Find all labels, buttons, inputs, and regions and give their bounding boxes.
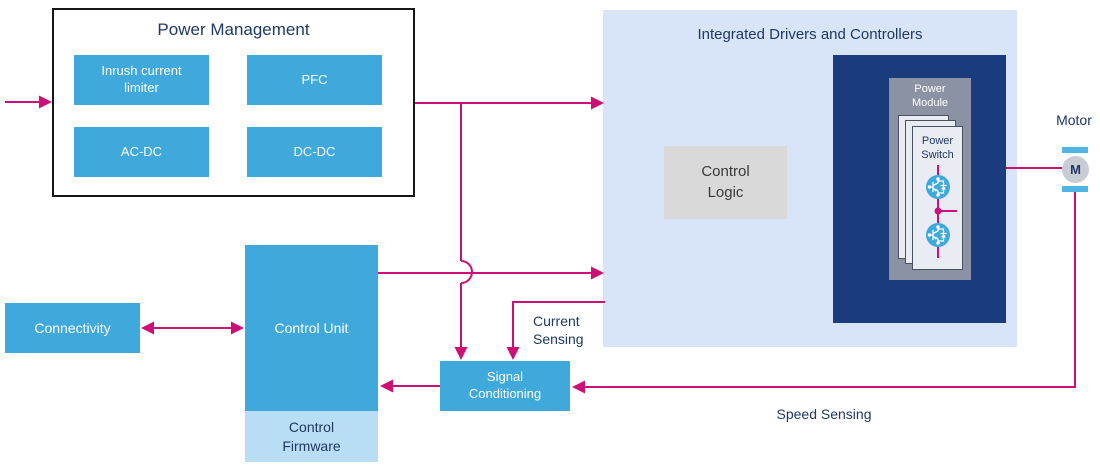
arrowhead-to-control-unit [231, 321, 244, 335]
wire-speed-sensing [584, 191, 1076, 388]
speed-sensing-label: Speed Sensing [776, 406, 872, 422]
block-control-logic: Control Logic [664, 146, 787, 219]
block-pfc: PFC [247, 55, 382, 105]
integrated-drivers-controllers-title: Integrated Drivers and Controllers [697, 26, 923, 43]
power-switch-title: Power Switch [921, 135, 954, 162]
igbt-high-side-icon [925, 174, 951, 200]
motor-label: Motor [1056, 112, 1092, 128]
block-signal-conditioning: Signal Conditioning [440, 361, 570, 411]
arrowhead-control-unit-to-drivers [591, 266, 604, 280]
power-management-title: Power Management [157, 20, 310, 39]
arrowhead-to-connectivity [141, 321, 154, 335]
block-pfc-label: PFC [301, 71, 328, 87]
block-connectivity: Connectivity [5, 303, 140, 353]
power-module-title: Power Module [911, 83, 949, 109]
block-control-unit-label: Control Unit [274, 319, 349, 336]
block-dc-dc: DC-DC [247, 127, 382, 177]
power-management-group: Power Management Inrush current limiter … [52, 8, 415, 197]
arrowhead-signal-conditioning-to-control-unit [380, 379, 393, 393]
arrowhead-ac-input [39, 95, 52, 109]
phase-node-dot [934, 207, 942, 215]
block-control-firmware: Control Firmware [245, 411, 378, 462]
arrowhead-pm-to-drivers [591, 96, 604, 110]
block-ac-dc-label: AC-DC [120, 143, 163, 159]
arrowhead-branch-to-signal-conditioning [454, 347, 468, 360]
wire-current-sensing [512, 301, 605, 348]
arrowhead-speed-sensing [572, 380, 585, 394]
motor-top-cap [1062, 147, 1088, 153]
block-inrush-current-limiter-label: Inrush current limiter [101, 63, 182, 95]
igbt-low-side-icon [925, 222, 951, 248]
block-control-logic-label: Control Logic [701, 163, 750, 201]
arrowhead-current-sensing [506, 347, 520, 360]
integrated-drivers-controllers-group: Integrated Drivers and Controllers Contr… [603, 10, 1017, 347]
motor-bottom-cap [1062, 186, 1088, 192]
motor-icon: M [1062, 156, 1089, 183]
block-control-firmware-label: Control Firmware [282, 419, 341, 454]
power-stage-dark-panel: Power Module Power Switch [833, 55, 1006, 323]
block-inrush-current-limiter: Inrush current limiter [74, 55, 209, 105]
block-control-unit: Control Unit [245, 245, 378, 411]
block-signal-conditioning-label: Signal Conditioning [468, 369, 542, 401]
current-sensing-label: Current Sensing [533, 313, 584, 348]
block-ac-dc: AC-DC [74, 127, 209, 177]
motor-icon-letter: M [1070, 162, 1081, 177]
block-dc-dc-label: DC-DC [293, 143, 336, 159]
block-connectivity-label: Connectivity [34, 319, 111, 336]
